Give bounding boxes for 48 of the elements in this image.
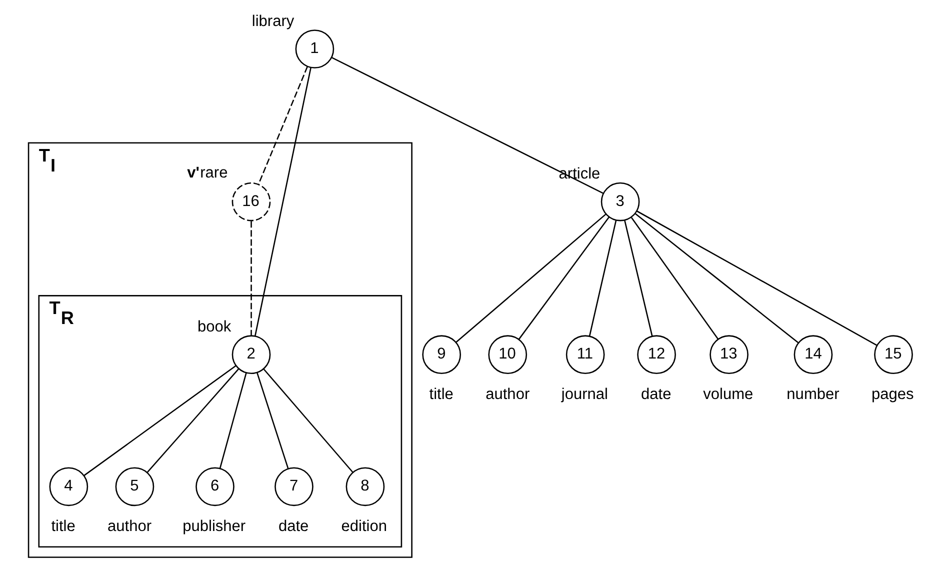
node-circle: 8 xyxy=(345,467,384,506)
node-label: edition xyxy=(340,518,386,535)
node-label: v' xyxy=(186,164,199,182)
node-label: title xyxy=(428,386,453,403)
node-circle: 2 xyxy=(231,335,270,374)
node-circle: 14 xyxy=(793,335,832,374)
node-label: library xyxy=(251,12,294,30)
connector xyxy=(630,217,718,340)
connector xyxy=(330,56,604,194)
connector xyxy=(588,220,616,336)
node-label: number xyxy=(786,386,839,403)
node-circle: 1 xyxy=(294,30,334,68)
node-circle: 6 xyxy=(195,467,234,506)
connector xyxy=(624,220,652,336)
connector xyxy=(254,68,311,336)
node-circle: 12 xyxy=(636,335,676,374)
connector xyxy=(146,368,239,473)
node-circle: 9 xyxy=(422,335,461,374)
connector xyxy=(455,214,606,343)
connector xyxy=(218,372,246,469)
connector xyxy=(518,216,610,340)
node-circle: 10 xyxy=(488,335,527,374)
node-circle: 16 xyxy=(231,182,270,222)
node-label: pages xyxy=(871,386,914,403)
connector xyxy=(636,210,877,346)
node-circle: 7 xyxy=(274,467,313,506)
node-label: author xyxy=(107,518,152,535)
node-circle: 3 xyxy=(600,182,640,222)
node-circle: 15 xyxy=(874,335,912,374)
connector xyxy=(258,66,308,184)
node-label: title xyxy=(50,518,75,535)
node-label: publisher xyxy=(182,518,246,535)
node-circle: 11 xyxy=(565,335,604,374)
node-label: date xyxy=(640,386,671,403)
node-circle: 4 xyxy=(48,467,88,506)
connector xyxy=(83,365,236,476)
connector xyxy=(256,372,288,469)
connector xyxy=(262,368,353,473)
node-label: journal xyxy=(560,386,608,403)
node-label: author xyxy=(485,386,530,403)
node-label: volume xyxy=(702,386,753,403)
node-label: book xyxy=(197,318,231,336)
connector xyxy=(634,213,798,344)
node-circle: 13 xyxy=(709,335,748,374)
connector xyxy=(250,221,252,336)
node-circle: 5 xyxy=(114,467,154,506)
node-label: rare xyxy=(200,164,228,182)
node-label: date xyxy=(278,518,308,535)
